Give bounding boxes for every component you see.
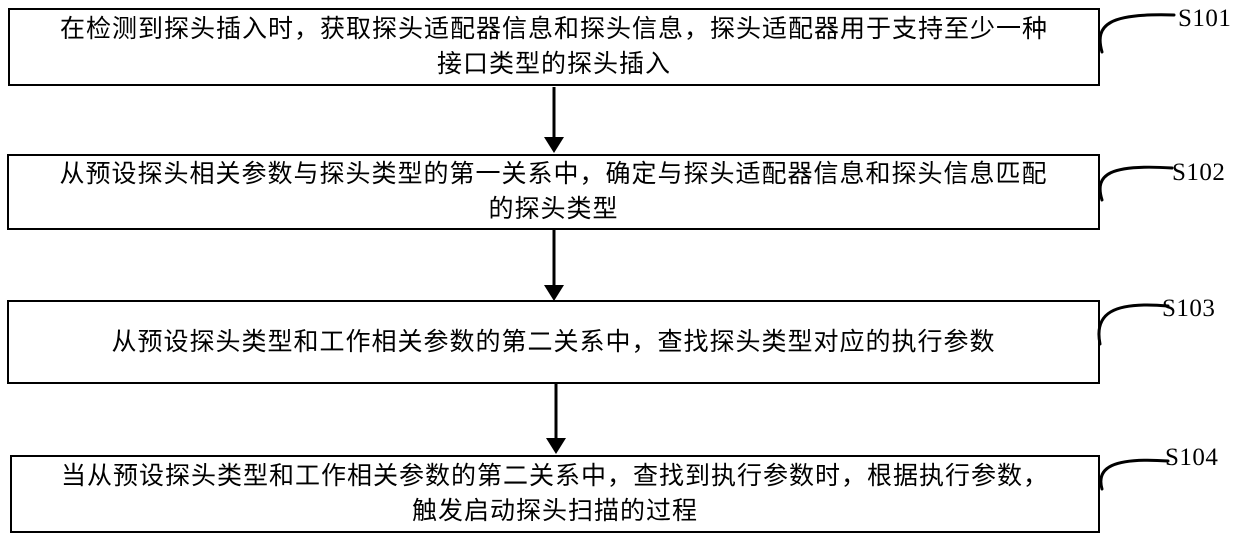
step-1-text-line-1: 在检测到探头插入时，获取探头适配器信息和探头信息，探头适配器用于支持至少一种: [59, 16, 1048, 43]
step-2-text-line-2: 的探头类型: [488, 196, 619, 223]
step-1-text-line-2: 接口类型的探头插入: [436, 51, 671, 78]
leader-curve: [1097, 303, 1170, 346]
step-label-s102: S102: [1172, 159, 1226, 186]
down-arrow-icon: [544, 87, 564, 153]
leader-curve: [1098, 13, 1176, 54]
leader-curve: [1099, 458, 1170, 491]
step-4-text-line-2: 触发启动探头扫描的过程: [411, 498, 698, 525]
down-arrow-icon: [546, 383, 566, 454]
step-3-text-line-1: 从预设探头类型和工作相关参数的第二关系中，查找探头类型对应的执行参数: [111, 328, 996, 356]
step-2-text-line-1: 从预设探头相关参数与探头类型的第一关系中，确定与探头适配器信息和探头信息匹配: [59, 161, 1048, 188]
step-label-s101: S101: [1178, 5, 1232, 32]
step-4-text-line-1: 当从预设探头类型和工作相关参数的第二关系中，查找到执行参数时，根据执行参数，: [60, 463, 1049, 490]
flow-step-box-2: 从预设探头相关参数与探头类型的第一关系中，确定与探头适配器信息和探头信息匹配 的…: [7, 154, 1100, 230]
flow-step-box-4: 当从预设探头类型和工作相关参数的第二关系中，查找到执行参数时，根据执行参数， 触…: [10, 455, 1100, 533]
leader-curve: [1098, 165, 1174, 202]
down-arrow-icon: [544, 229, 564, 301]
flow-step-box-1: 在检测到探头插入时，获取探头适配器信息和探头信息，探头适配器用于支持至少一种 接…: [8, 8, 1100, 86]
step-label-s103: S103: [1162, 295, 1216, 322]
step-label-s104: S104: [1165, 444, 1219, 471]
flow-step-box-3: 从预设探头类型和工作相关参数的第二关系中，查找探头类型对应的执行参数: [7, 300, 1100, 384]
